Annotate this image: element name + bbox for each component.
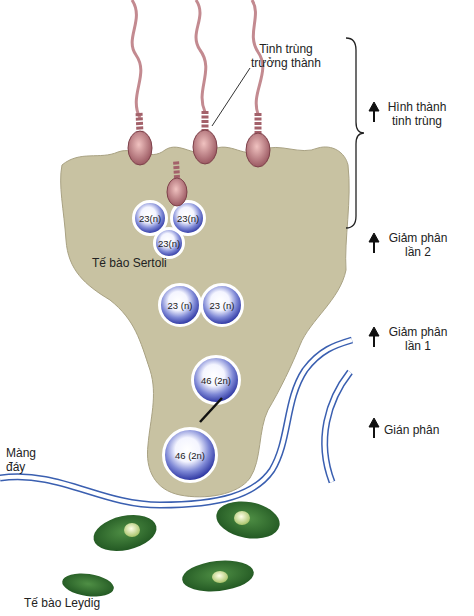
- leydig-cell: [61, 570, 116, 599]
- annotation-label: Tinh trùng trưởng thành: [246, 42, 326, 70]
- annotation-label: Tế bào Leydig: [24, 596, 144, 610]
- annotation-label: Màng đáy: [6, 446, 46, 474]
- arrow-shaft: [373, 241, 375, 253]
- germ-cell: 23 (n): [200, 283, 244, 327]
- sperm-head: [193, 130, 217, 164]
- chromosome-count: 23 (n): [158, 283, 202, 327]
- arrow-shaft: [373, 335, 375, 347]
- sperm-tail: [196, 0, 206, 112]
- germ-cell: 23(n): [132, 200, 168, 236]
- cell-junction: [200, 398, 222, 422]
- leydig-nucleus: [234, 511, 250, 525]
- germ-cell: 46 (2n): [162, 427, 218, 483]
- leydig-cells: [61, 497, 283, 600]
- germ-cell: 23(n): [153, 227, 185, 259]
- arrow-head: [369, 327, 379, 336]
- germ-cell: 23 (n): [158, 283, 202, 327]
- annotation-label: Giảm phân lần 1: [386, 325, 450, 353]
- leader-line: [212, 68, 250, 126]
- arrow-shaft: [373, 426, 375, 438]
- leydig-cell: [90, 510, 160, 557]
- arrow-head: [369, 102, 379, 111]
- sperm-tail: [132, 0, 141, 118]
- chromosome-count: 46 (2n): [162, 427, 218, 483]
- direction-arrows: [369, 102, 379, 438]
- annotation-label: Giảm phân lần 2: [386, 231, 450, 259]
- sperm-head: [128, 131, 152, 165]
- sperm-group: [128, 0, 270, 206]
- leydig-cell: [181, 557, 256, 594]
- arrow-shaft: [373, 110, 375, 122]
- leydig-nucleus: [124, 523, 140, 537]
- sperm-tail: [252, 0, 263, 114]
- arrow-head: [369, 233, 379, 242]
- leydig-cell: [213, 497, 282, 544]
- bracket: [346, 38, 364, 228]
- germ-cell: 23(n): [170, 200, 206, 236]
- chromosome-count: 23(n): [153, 227, 185, 259]
- leydig-nucleus: [212, 571, 228, 583]
- sertoli-cell: Tế bào Sertoli23(n)23(n)23(n)23 (n)23 (n…: [56, 140, 356, 505]
- sperm-head: [246, 133, 270, 167]
- chromosome-count: 46 (2n): [191, 355, 241, 405]
- annotation-label: Gián phân: [384, 423, 464, 437]
- sperm-midpiece: [202, 110, 209, 132]
- sperm-midpiece: [176, 160, 177, 178]
- annotation-label: Hình thành tinh trùng: [382, 100, 452, 128]
- cell-name: Tế bào Sertoli: [92, 256, 167, 270]
- sperm-head: [167, 178, 187, 206]
- chromosome-count: 23(n): [132, 200, 168, 236]
- membrane-line: [325, 372, 350, 482]
- membrane-line: [325, 372, 350, 482]
- chromosome-count: 23 (n): [200, 283, 244, 327]
- germ-cell: 46 (2n): [191, 355, 241, 405]
- chromosome-count: 23(n): [170, 200, 206, 236]
- sperm-midpiece: [255, 112, 262, 134]
- arrow-head: [369, 418, 379, 427]
- sertoli-body: [61, 147, 349, 497]
- sperm-midpiece: [139, 112, 140, 134]
